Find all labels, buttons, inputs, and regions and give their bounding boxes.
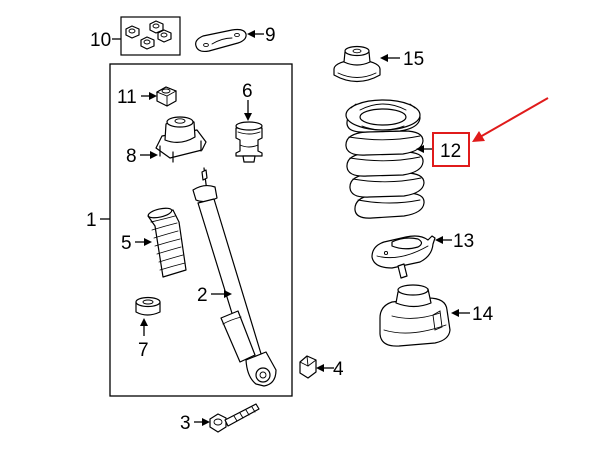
part-10-nut-c	[157, 29, 172, 43]
part-2-shock-absorber[interactable]	[192, 167, 277, 387]
callout-4: 4	[316, 359, 344, 380]
part-6-bump-stop[interactable]	[235, 121, 263, 163]
callout-10-label: 10	[90, 30, 111, 51]
callout-3-label: 3	[180, 413, 191, 434]
callout-13: 13	[435, 231, 474, 252]
callout-15: 15	[380, 49, 424, 70]
callout-7-label: 7	[138, 340, 149, 361]
callout-6: 6	[242, 81, 253, 121]
part-7-bumper[interactable]	[135, 296, 161, 316]
part-9-gasket[interactable]	[195, 28, 247, 53]
callout-12-label: 12	[440, 141, 461, 162]
callout-8-label: 8	[126, 146, 137, 167]
callout-7: 7	[138, 318, 149, 361]
part-13-lower-isolator[interactable]	[371, 235, 436, 279]
callout-14-label: 14	[472, 304, 494, 325]
callout-9-label: 9	[265, 25, 276, 46]
callout-6-label: 6	[242, 81, 253, 102]
callout-12-highlight-box	[432, 132, 470, 167]
callout-8: 8	[126, 146, 158, 167]
callout-12: 12	[416, 132, 470, 167]
part-2-lower-eye	[245, 351, 277, 387]
part-5-dust-boot[interactable]	[147, 206, 187, 278]
part-4-nut[interactable]	[299, 355, 317, 379]
callout-13-label: 13	[453, 231, 474, 252]
callout-1-label: 1	[86, 210, 97, 231]
callout-4-label: 4	[333, 359, 344, 380]
part-14-lower-seat[interactable]	[379, 284, 451, 347]
assembly-frame	[109, 63, 293, 397]
part-15-upper-seat[interactable]	[333, 45, 381, 83]
highlight-pointer-arrow	[472, 97, 549, 142]
callout-11: 11	[117, 87, 157, 108]
part-8-upper-mount[interactable]	[155, 116, 207, 163]
callout-15-label: 15	[403, 49, 424, 70]
part-5-bellows	[147, 207, 187, 278]
part-11-nut[interactable]	[155, 86, 178, 107]
callout-5-label: 5	[121, 233, 132, 254]
part-10-nut-a	[125, 25, 140, 39]
callout-2-label: 2	[197, 285, 208, 306]
callout-3: 3	[180, 413, 210, 434]
part-10-nut-d	[140, 36, 155, 50]
part-12-coil-spring[interactable]	[345, 99, 425, 219]
callout-14: 14	[451, 304, 494, 325]
callout-11-label: 11	[117, 87, 137, 108]
callout-10: 10	[90, 30, 121, 51]
callout-5: 5	[121, 233, 152, 254]
callout-1: 1	[86, 210, 110, 231]
callout-9: 9	[247, 25, 276, 46]
callout-2: 2	[197, 285, 232, 306]
part-3-bolt[interactable]	[209, 403, 260, 433]
part-10-nut-kit[interactable]	[120, 16, 181, 56]
